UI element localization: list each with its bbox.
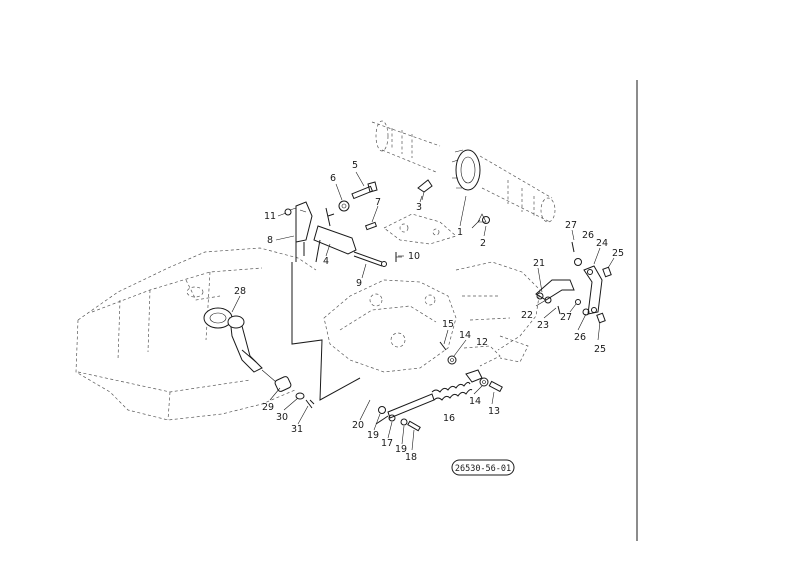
lever-bracket-8 (295, 201, 313, 258)
bolt-5 (351, 181, 378, 200)
callout-labels: 5 6 7 3 11 8 4 9 10 1 2 27 26 24 25 21 2… (234, 160, 624, 463)
engine-block-outline (75, 247, 317, 421)
callout-2: 2 (480, 238, 486, 249)
pin-25-bottom (596, 312, 606, 324)
clip-27-top (571, 241, 575, 253)
callout-21: 21 (533, 258, 545, 269)
callout-14-right: 14 (469, 396, 481, 407)
callout-5: 5 (352, 160, 358, 171)
bracket-plate (383, 213, 457, 245)
cross-shaft-4 (313, 207, 357, 263)
callout-9: 9 (356, 278, 362, 289)
bolt-13 (488, 380, 503, 393)
callout-11: 11 (264, 211, 276, 222)
callout-10: 10 (408, 251, 420, 262)
nut-6 (338, 200, 350, 212)
callout-14-left: 14 (459, 330, 471, 341)
lever-28-assembly (203, 307, 277, 383)
pin-7 (364, 221, 378, 231)
cotter-31 (305, 399, 315, 409)
callout-7: 7 (375, 197, 381, 208)
rod-9 (353, 251, 387, 267)
nut-19-b (400, 418, 408, 426)
bracket-3 (417, 179, 433, 201)
callout-17: 17 (381, 438, 393, 449)
callout-19-a: 19 (367, 430, 379, 441)
link-rod (291, 258, 361, 401)
callout-26-bottom: 26 (574, 332, 586, 343)
callout-25-bottom: 25 (594, 344, 606, 355)
pin-11 (284, 207, 297, 216)
washer-22 (544, 296, 552, 304)
callout-13: 13 (488, 406, 500, 417)
callout-15: 15 (442, 319, 454, 330)
arm-24 (583, 265, 603, 315)
callout-1: 1 (457, 227, 463, 238)
callout-22: 22 (521, 310, 533, 321)
cotter-10 (395, 252, 402, 262)
bushing-29 (274, 376, 292, 392)
reference-code-badge: 26530-56-01 (451, 459, 515, 476)
callout-27-bottom: 27 (560, 312, 572, 323)
callout-4: 4 (323, 256, 329, 267)
nut-19-a (378, 406, 386, 414)
lever-12 (463, 345, 501, 367)
reference-code-text: 26530-56-01 (455, 464, 511, 474)
callout-6: 6 (330, 173, 336, 184)
callout-16: 16 (443, 413, 455, 424)
nut-14-left (447, 355, 457, 365)
spring-rod-assembly-16 (375, 369, 483, 425)
callout-12: 12 (476, 337, 488, 348)
pin-25-top (602, 266, 612, 278)
nut-14-right (479, 377, 489, 387)
clip-27-bottom (575, 299, 581, 305)
washer-26-bottom (582, 308, 590, 316)
callout-24: 24 (596, 238, 608, 249)
callout-26-top: 26 (582, 230, 594, 241)
callout-28: 28 (234, 286, 246, 297)
bolt-2 (471, 219, 481, 229)
callout-8: 8 (267, 235, 273, 246)
callout-3: 3 (416, 202, 422, 213)
callout-18: 18 (405, 452, 417, 463)
callout-23: 23 (537, 320, 549, 331)
callout-20: 20 (352, 420, 364, 431)
bolt-18 (407, 420, 421, 432)
rear-axle-tube (371, 120, 556, 223)
washer-17 (388, 414, 396, 422)
callout-31: 31 (291, 424, 303, 435)
washer-30 (295, 392, 305, 400)
callout-27-top: 27 (565, 220, 577, 231)
callout-19-b: 19 (395, 444, 407, 455)
callout-25-top: 25 (612, 248, 624, 259)
callout-30: 30 (276, 412, 288, 423)
callout-29: 29 (262, 402, 274, 413)
pin-15 (439, 341, 447, 351)
washer-26-top (574, 258, 582, 266)
leader-lines (231, 171, 615, 451)
pin-23 (557, 305, 561, 315)
nut-1 (482, 216, 490, 224)
